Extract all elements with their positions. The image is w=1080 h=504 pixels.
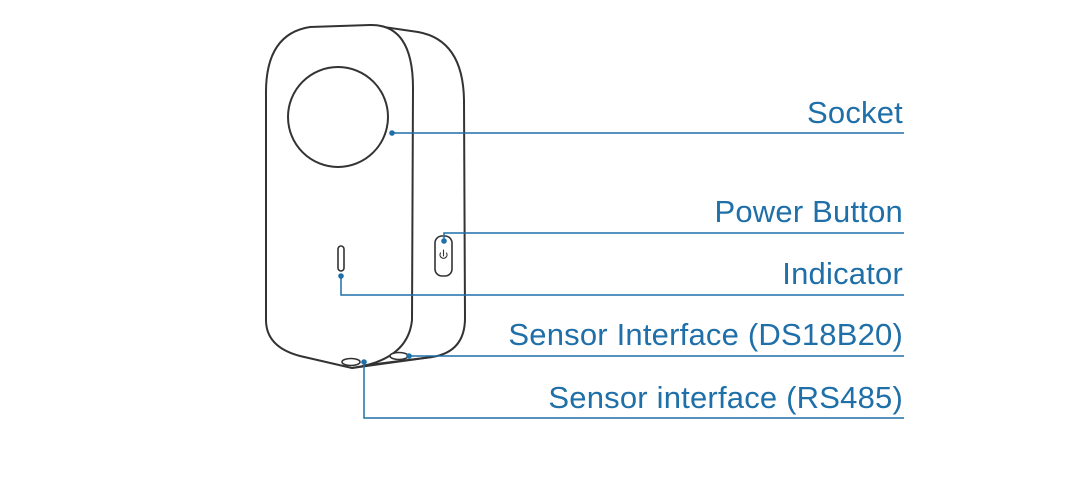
- power-button-leader-line: [443, 232, 904, 241]
- ds18b20-dot: [406, 353, 412, 359]
- socket-dot: [389, 130, 395, 136]
- power-button-dot: [441, 238, 447, 244]
- callout-dots: [338, 130, 447, 365]
- power-symbol-icon: [439, 249, 448, 259]
- indicator-icon: [337, 245, 345, 272]
- rs485-port-icon: [341, 357, 361, 367]
- rs485-leader-line: [363, 362, 904, 419]
- indicator-dot: [338, 273, 344, 279]
- power-button-label: Power Button: [714, 194, 903, 229]
- socket-label: Socket: [807, 95, 903, 130]
- ds18b20-port-icon: [389, 351, 409, 361]
- sensor-rs485-label: Sensor interface (RS485): [548, 380, 903, 415]
- sensor-ds18b20-label: Sensor Interface (DS18B20): [508, 317, 903, 352]
- device-illustration: [264, 23, 466, 369]
- device-bottom-edge: [351, 356, 433, 369]
- rs485-dot: [361, 359, 367, 365]
- socket-icon: [287, 66, 389, 168]
- indicator-label: Indicator: [782, 256, 903, 291]
- indicator-leader-line: [340, 276, 904, 296]
